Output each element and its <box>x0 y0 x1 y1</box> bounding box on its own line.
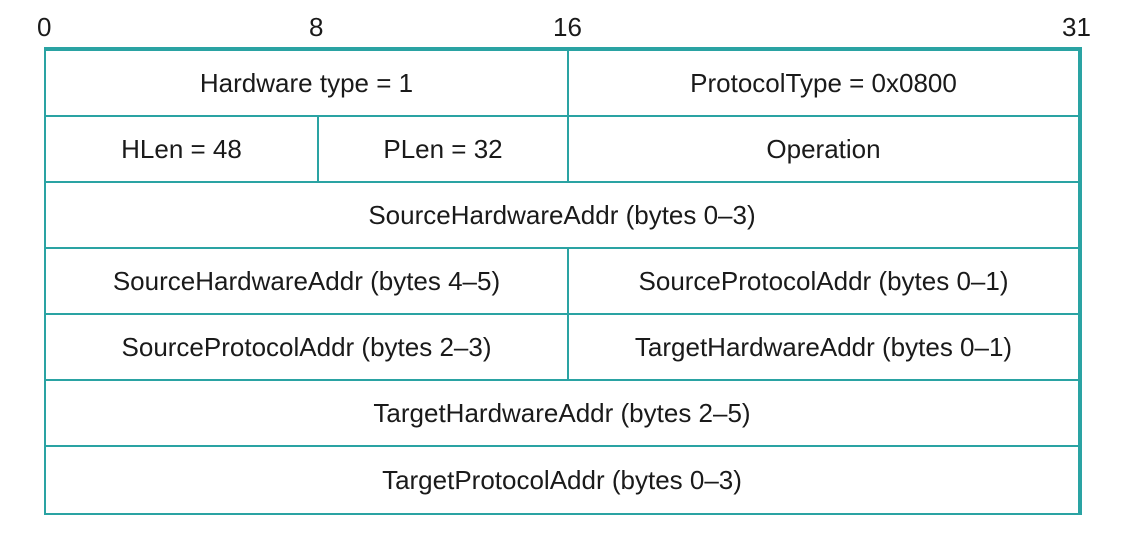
packet-row: TargetHardwareAddr (bytes 2–5) <box>46 381 1078 447</box>
operation-field: Operation <box>766 133 881 164</box>
source-protocol-addr-bytes-2-3-field: SourceProtocolAddr (bytes 2–3) <box>46 315 569 379</box>
protocol-type-field: ProtocolType = 0x0800 <box>690 67 957 98</box>
arp-packet-format-diagram: Hardware type = 1 ProtocolType = 0x0800 … <box>44 47 1082 515</box>
plen-field: PLen = 32 <box>319 117 569 181</box>
source-hardware-addr-bytes-4-5-field: SourceHardwareAddr (bytes 4–5) <box>46 249 569 313</box>
bit-label-0: 0 <box>37 12 52 42</box>
hardware-type-field: Hardware type = 1 <box>46 51 569 115</box>
source-protocol-addr-bytes-0-1-field: SourceProtocolAddr (bytes 0–1) <box>638 265 1009 296</box>
packet-row: HLen = 48 PLen = 32 Operation <box>46 117 1078 183</box>
packet-row: Hardware type = 1 ProtocolType = 0x0800 <box>46 51 1078 117</box>
target-hardware-addr-bytes-2-5-field: TargetHardwareAddr (bytes 2–5) <box>373 397 751 428</box>
bit-label-8: 8 <box>309 12 324 42</box>
packet-row: SourceHardwareAddr (bytes 4–5) SourcePro… <box>46 249 1078 315</box>
bit-label-16: 16 <box>553 12 582 42</box>
target-hardware-addr-bytes-0-1-field: TargetHardwareAddr (bytes 0–1) <box>634 331 1013 362</box>
source-hardware-addr-bytes-0-3-field: SourceHardwareAddr (bytes 0–3) <box>368 199 756 230</box>
target-protocol-addr-bytes-0-3-field: TargetProtocolAddr (bytes 0–3) <box>382 464 742 495</box>
hlen-field: HLen = 48 <box>46 117 319 181</box>
packet-row: SourceProtocolAddr (bytes 2–3) TargetHar… <box>46 315 1078 381</box>
packet-row: SourceHardwareAddr (bytes 0–3) <box>46 183 1078 249</box>
packet-row: TargetProtocolAddr (bytes 0–3) <box>46 447 1078 513</box>
bit-label-31: 31 <box>1062 12 1091 42</box>
